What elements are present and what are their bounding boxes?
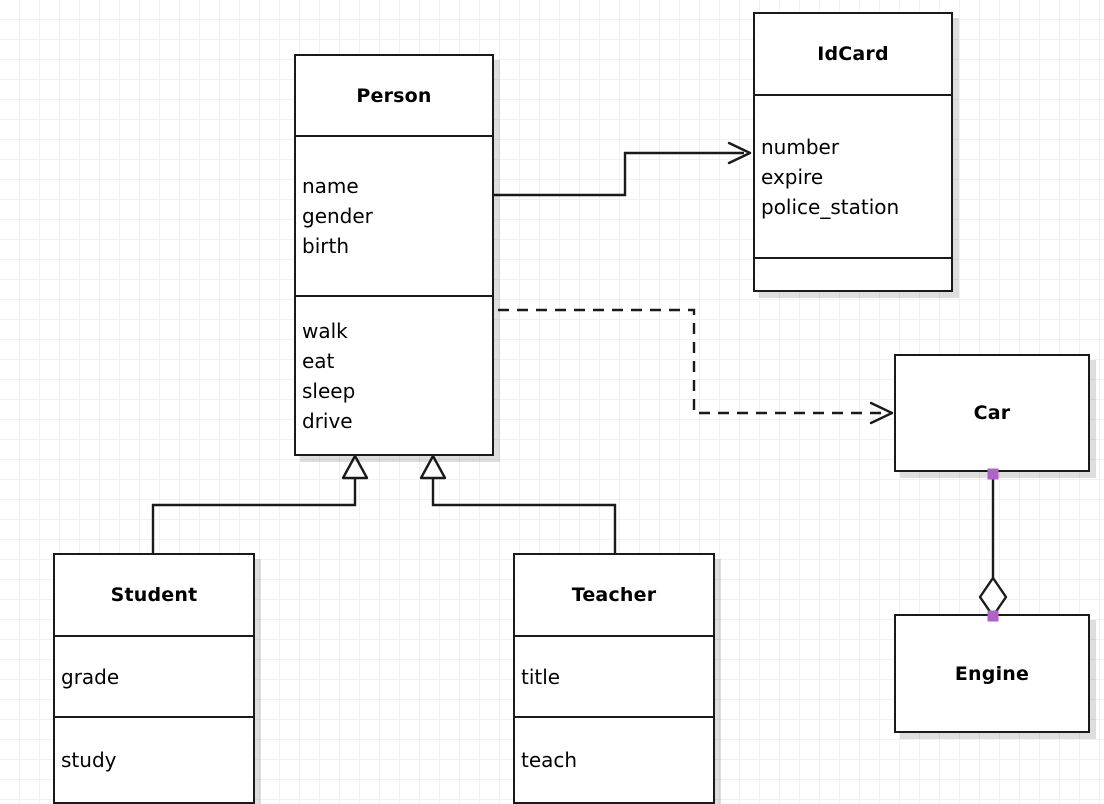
methods-compartment-teacher: teach — [515, 716, 713, 802]
edge-teacher-person[interactable] — [419, 454, 617, 553]
attribute-item: birth — [302, 234, 349, 258]
class-name-label: Person — [356, 84, 432, 107]
attribute-item: number — [761, 134, 840, 159]
attribute-item: police_station — [761, 194, 900, 219]
method-item: drive — [302, 408, 353, 433]
class-title-teacher: Teacher — [515, 555, 713, 635]
methods-compartment-student: study — [55, 716, 253, 802]
edge-person-car[interactable] — [498, 308, 894, 425]
method-item: teach — [521, 748, 578, 772]
method-item: study — [61, 748, 117, 772]
class-title-student: Student — [55, 555, 253, 635]
class-box-engine[interactable]: Engine — [894, 614, 1090, 733]
class-name-label: Student — [110, 584, 198, 606]
attribute-item: title — [521, 664, 561, 689]
class-box-student[interactable]: Student grade study — [53, 553, 255, 804]
class-box-person[interactable]: Person name gender birth walk eat sleep … — [294, 54, 494, 456]
attributes-compartment-teacher: title — [515, 635, 713, 716]
connection-handle-engine-top[interactable] — [987, 610, 999, 622]
class-title-car: Car — [896, 356, 1088, 470]
attributes-compartment-idcard: number expire police_station — [755, 94, 951, 257]
class-name-label: Car — [973, 402, 1011, 424]
attribute-item: name — [302, 174, 359, 198]
attribute-item: gender — [302, 204, 373, 228]
attribute-item: grade — [61, 664, 120, 689]
attributes-compartment-student: grade — [55, 635, 253, 716]
class-box-idcard[interactable]: IdCard number expire police_station — [753, 12, 953, 292]
attributes-compartment-person: name gender birth — [296, 135, 492, 295]
class-name-label: Engine — [954, 662, 1030, 685]
class-name-label: IdCard — [817, 43, 889, 65]
class-box-car[interactable]: Car — [894, 354, 1090, 472]
methods-compartment-person: walk eat sleep drive — [296, 295, 492, 454]
edge-car-engine[interactable] — [978, 474, 1008, 618]
class-title-person: Person — [296, 56, 492, 135]
method-item: sleep — [302, 378, 356, 403]
class-title-idcard: IdCard — [755, 14, 951, 94]
class-name-label: Teacher — [571, 584, 657, 606]
methods-compartment-idcard — [755, 257, 951, 290]
class-title-engine: Engine — [896, 616, 1088, 731]
attribute-item: expire — [761, 164, 824, 189]
edge-person-idcard[interactable] — [494, 141, 752, 197]
method-item: walk — [302, 318, 348, 343]
method-item: eat — [302, 348, 335, 373]
edge-student-person[interactable] — [151, 454, 369, 553]
class-box-teacher[interactable]: Teacher title teach — [513, 553, 715, 804]
connection-handle-car-bottom[interactable] — [987, 468, 999, 480]
